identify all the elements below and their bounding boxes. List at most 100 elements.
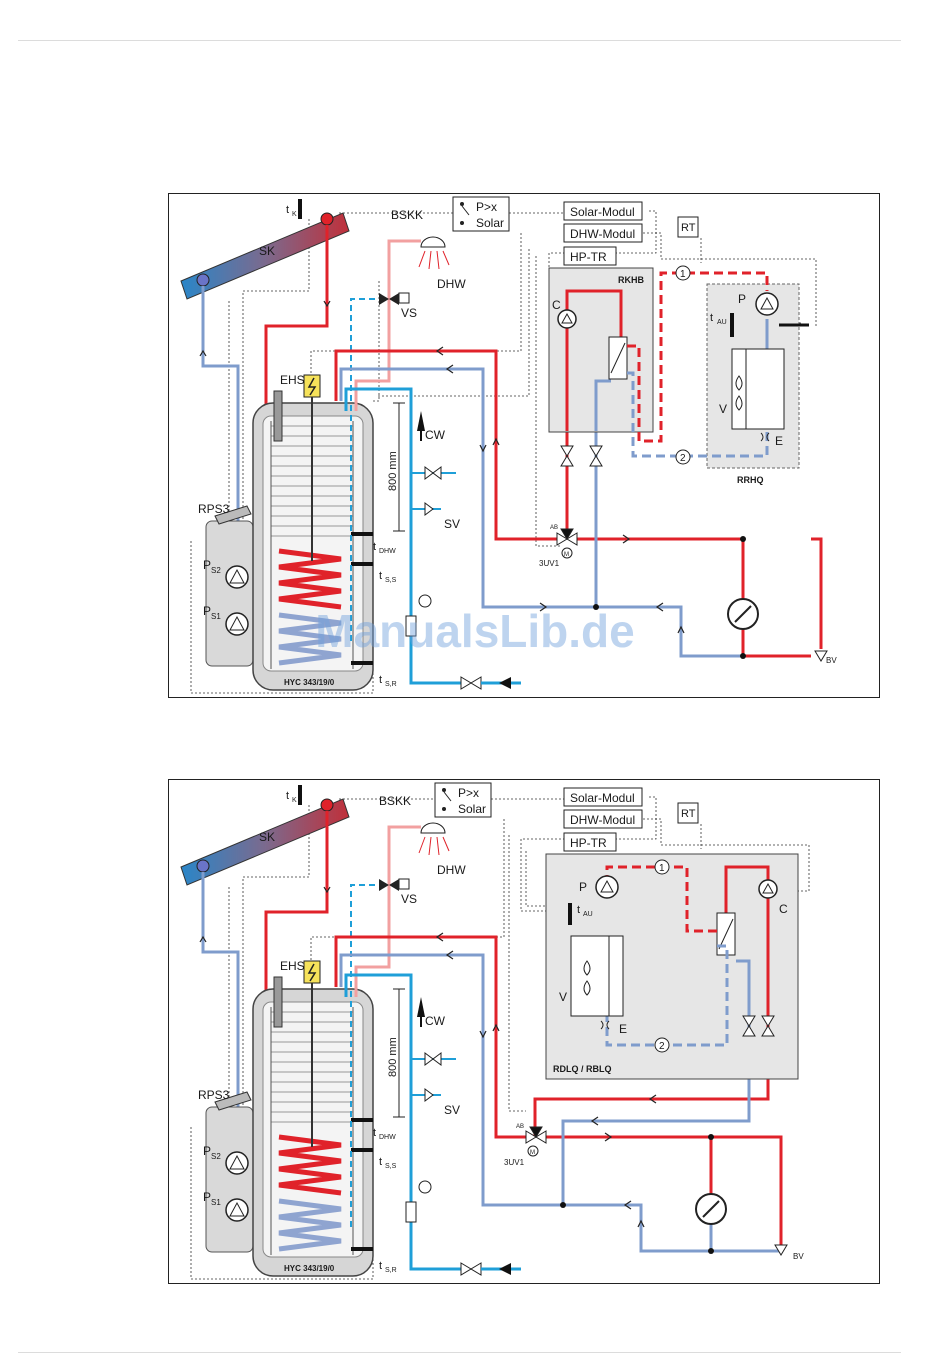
- cold-water-pipe: [344, 387, 461, 685]
- shower-icon: [420, 236, 446, 248]
- svg-text:SV: SV: [444, 1103, 460, 1117]
- room-thermostat-box: [677, 216, 699, 238]
- svg-text:t: t: [373, 541, 376, 553]
- bskk-label: BSKK: [391, 208, 423, 222]
- compressor-icon-2: [758, 879, 778, 899]
- svg-text:C: C: [552, 298, 561, 312]
- svg-text:P>x: P>x: [458, 786, 479, 800]
- marker-2-2: [654, 1037, 670, 1053]
- marker-2: [675, 449, 691, 465]
- svg-text:Solar-Modul: Solar-Modul: [570, 791, 635, 805]
- svg-text:DHW: DHW: [379, 1134, 396, 1141]
- solar-collector-2: SK: [180, 798, 350, 886]
- svg-text:t: t: [379, 1156, 382, 1168]
- collector-sensor-icon: [298, 199, 302, 219]
- circulation-pipe: [350, 298, 383, 641]
- svg-text:AB: AB: [516, 1124, 524, 1130]
- svg-text:BV: BV: [793, 1252, 804, 1261]
- solar-collector: SK: [180, 212, 350, 300]
- hp-tr-box-2: [563, 832, 617, 852]
- diagram-2: SK t K RPS3 P S2 P S1 HYC 343/19/0 EHS t…: [168, 779, 880, 1284]
- svg-text:K: K: [292, 211, 297, 218]
- svg-text:RT: RT: [681, 222, 696, 234]
- svg-text:HP-TR: HP-TR: [570, 250, 607, 264]
- valve-3uv1-label: 3UV1: [539, 559, 560, 568]
- collector-sensor-icon-2: [298, 785, 302, 805]
- unit-pump-icon-2: [595, 875, 619, 899]
- bv-label: BV: [826, 656, 837, 665]
- marker-1: [675, 265, 691, 281]
- svg-text:1: 1: [659, 863, 665, 874]
- dhw-label: DHW: [437, 277, 466, 291]
- solar-module-box: [563, 201, 643, 221]
- svg-text:1: 1: [680, 269, 686, 280]
- svg-text:BSKK: BSKK: [379, 794, 411, 808]
- svg-text:t: t: [379, 1260, 382, 1272]
- cold-inlet-arrow: [499, 677, 511, 689]
- svg-text:RPS3: RPS3: [198, 1088, 230, 1102]
- expansion-valve-icon-2: [600, 1020, 610, 1030]
- mixing-valve-vs: [398, 292, 410, 304]
- dhw-pipe: [354, 239, 421, 411]
- solar-coil-lower: [278, 612, 342, 666]
- heating-flow-to-tank: [334, 349, 559, 541]
- svg-text:SK: SK: [259, 830, 275, 844]
- pump-station-2: [205, 1106, 254, 1253]
- dhw-module-box-2: [563, 809, 643, 829]
- svg-text:V: V: [559, 990, 567, 1004]
- svg-text:t: t: [373, 1127, 376, 1139]
- rps3-label: RPS3: [198, 502, 230, 516]
- svg-text:P: P: [203, 604, 211, 618]
- collector-label: SK: [259, 244, 275, 258]
- svg-text:AU: AU: [717, 319, 727, 326]
- cw-label: CW: [425, 428, 446, 442]
- svg-text:E: E: [619, 1022, 627, 1036]
- top-rule: [18, 40, 901, 41]
- svg-text:P: P: [738, 292, 746, 306]
- refrigerant-return-line: [627, 371, 769, 458]
- svg-text:S,R: S,R: [385, 681, 397, 688]
- shower-icon-2: [420, 822, 446, 834]
- valve-motor-icon: [561, 547, 573, 559]
- solar-module-box-2: [563, 787, 643, 807]
- svg-text:VS: VS: [401, 892, 417, 906]
- diagram-1: SK t K RPS3 P S2 P S1 HYC 343/19/0 EHS t…: [168, 193, 880, 698]
- watermark: ManualsLib.de: [315, 605, 635, 657]
- heater-rod: [273, 390, 283, 442]
- mixing-valve-vs-2: [398, 878, 410, 890]
- expansion-valve-icon: [760, 432, 770, 442]
- svg-text:SV: SV: [444, 517, 460, 531]
- svg-text:RT: RT: [681, 808, 696, 820]
- collector-sensor-label: t: [286, 204, 289, 216]
- svg-text:RDLQ / RBLQ: RDLQ / RBLQ: [553, 1064, 612, 1074]
- svg-text:t: t: [577, 904, 580, 916]
- dhw-module-box: [563, 223, 643, 243]
- outdoor-temp-sensor-icon-2: [568, 903, 572, 925]
- svg-text:S,S: S,S: [385, 577, 397, 584]
- svg-text:Solar: Solar: [476, 216, 504, 230]
- check-valve: [405, 615, 417, 637]
- outdoor-pump-icon: [755, 292, 779, 316]
- svg-text:S2: S2: [211, 566, 221, 575]
- svg-text:C: C: [779, 902, 788, 916]
- svg-text:HP-TR: HP-TR: [570, 836, 607, 850]
- bottom-rule: [18, 1352, 901, 1353]
- svg-text:EHS: EHS: [280, 959, 305, 973]
- pressure-gauge-icon: [418, 594, 432, 608]
- svg-text:P: P: [203, 1144, 211, 1158]
- svg-text:DHW-Modul: DHW-Modul: [570, 227, 635, 241]
- fan-icon: [735, 375, 743, 411]
- svg-text:S1: S1: [211, 612, 221, 621]
- svg-text:P: P: [579, 880, 587, 894]
- heating-return-from-tank: [339, 367, 596, 609]
- svg-text:Solar: Solar: [458, 802, 486, 816]
- svg-text:t: t: [379, 570, 382, 582]
- svg-text:800 mm: 800 mm: [387, 1037, 399, 1077]
- svg-text:DHW: DHW: [437, 863, 466, 877]
- svg-text:S2: S2: [211, 1152, 221, 1161]
- svg-text:P: P: [203, 558, 211, 572]
- svg-text:DHW: DHW: [379, 548, 396, 555]
- svg-text:CW: CW: [425, 1014, 446, 1028]
- outdoor-temp-sensor-icon: [730, 313, 734, 337]
- svg-text:DHW-Modul: DHW-Modul: [570, 813, 635, 827]
